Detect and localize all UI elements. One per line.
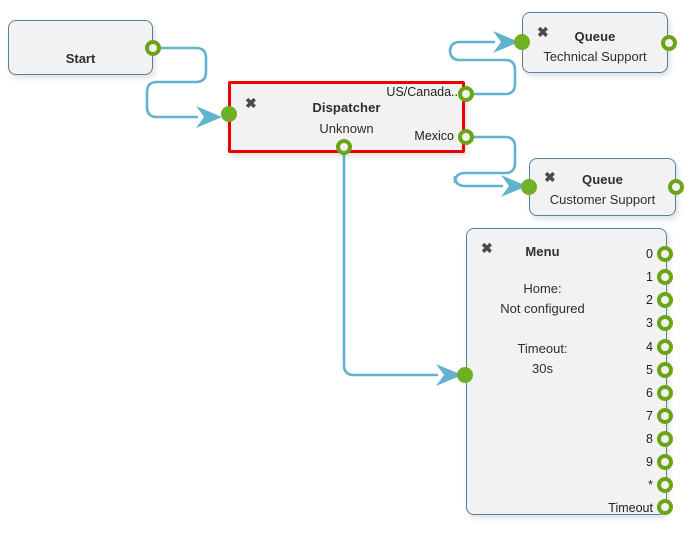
arrowhead-start-dispatcher xyxy=(196,106,222,128)
queue-customer-subtitle: Customer Support xyxy=(549,192,656,207)
menu-output-timeout[interactable] xyxy=(657,499,673,515)
menu-output-5-label: 5 xyxy=(646,363,653,377)
node-queue-customer[interactable]: ✖ Queue Customer Support xyxy=(529,158,676,216)
menu-output-2-label: 2 xyxy=(646,293,653,307)
queue-technical-input-port[interactable] xyxy=(514,34,530,50)
start-title: Start xyxy=(65,51,96,66)
menu-output-8[interactable] xyxy=(657,431,673,447)
queue-technical-subtitle: Technical Support xyxy=(543,49,647,64)
dispatcher-output-default[interactable] xyxy=(336,139,352,155)
menu-output-1-label: 1 xyxy=(646,270,653,284)
menu-output-6-label: 6 xyxy=(646,386,653,400)
node-start[interactable]: Start xyxy=(8,20,153,75)
menu-output-3-label: 3 xyxy=(646,316,653,330)
menu-output-7-label: 7 xyxy=(646,409,653,423)
menu-output-9-label: 9 xyxy=(646,455,653,469)
menu-output-0[interactable] xyxy=(657,246,673,262)
node-menu[interactable]: ✖ Menu Home: Not configured Timeout: 30s xyxy=(466,228,667,515)
dispatcher-input-port[interactable] xyxy=(221,106,237,122)
menu-output-star-label: * xyxy=(648,478,653,492)
menu-home-label: Home: xyxy=(523,281,562,296)
node-queue-technical[interactable]: ✖ Queue Technical Support xyxy=(522,12,668,73)
menu-output-5[interactable] xyxy=(657,362,673,378)
menu-output-8-label: 8 xyxy=(646,432,653,446)
dispatcher-output-mexico[interactable] xyxy=(458,129,474,145)
menu-timeout-value: 30s xyxy=(532,361,553,376)
menu-home-value: Not configured xyxy=(500,301,585,316)
menu-output-star[interactable] xyxy=(657,477,673,493)
dispatcher-subtitle: Unknown xyxy=(319,121,374,136)
start-output-port[interactable] xyxy=(145,40,161,56)
queue-technical-output-port[interactable] xyxy=(661,35,677,51)
dispatcher-output-mexico-label: Mexico xyxy=(414,129,454,143)
menu-output-4-label: 4 xyxy=(646,340,653,354)
menu-output-6[interactable] xyxy=(657,385,673,401)
menu-close-icon[interactable]: ✖ xyxy=(481,240,493,256)
menu-output-2[interactable] xyxy=(657,292,673,308)
queue-technical-close-icon[interactable]: ✖ xyxy=(537,24,549,40)
dispatcher-title: Dispatcher xyxy=(312,100,381,115)
queue-technical-title: Queue xyxy=(574,29,616,44)
dispatcher-close-icon[interactable]: ✖ xyxy=(245,95,257,111)
menu-output-7[interactable] xyxy=(657,408,673,424)
menu-output-timeout-label: Timeout xyxy=(608,501,653,515)
queue-customer-input-port[interactable] xyxy=(521,179,537,195)
queue-customer-title: Queue xyxy=(582,172,623,187)
menu-output-1[interactable] xyxy=(657,269,673,285)
menu-output-4[interactable] xyxy=(657,339,673,355)
menu-output-3[interactable] xyxy=(657,315,673,331)
menu-output-9[interactable] xyxy=(657,454,673,470)
menu-title: Menu xyxy=(525,244,560,259)
menu-output-0-label: 0 xyxy=(646,247,653,261)
menu-input-port[interactable] xyxy=(457,367,473,383)
dispatcher-output-us-canada-label: US/Canada.. xyxy=(386,85,458,99)
dispatcher-output-us-canada[interactable] xyxy=(458,86,474,102)
queue-customer-close-icon[interactable]: ✖ xyxy=(544,169,556,185)
queue-customer-output-port[interactable] xyxy=(668,179,684,195)
menu-timeout-label: Timeout: xyxy=(517,341,568,356)
